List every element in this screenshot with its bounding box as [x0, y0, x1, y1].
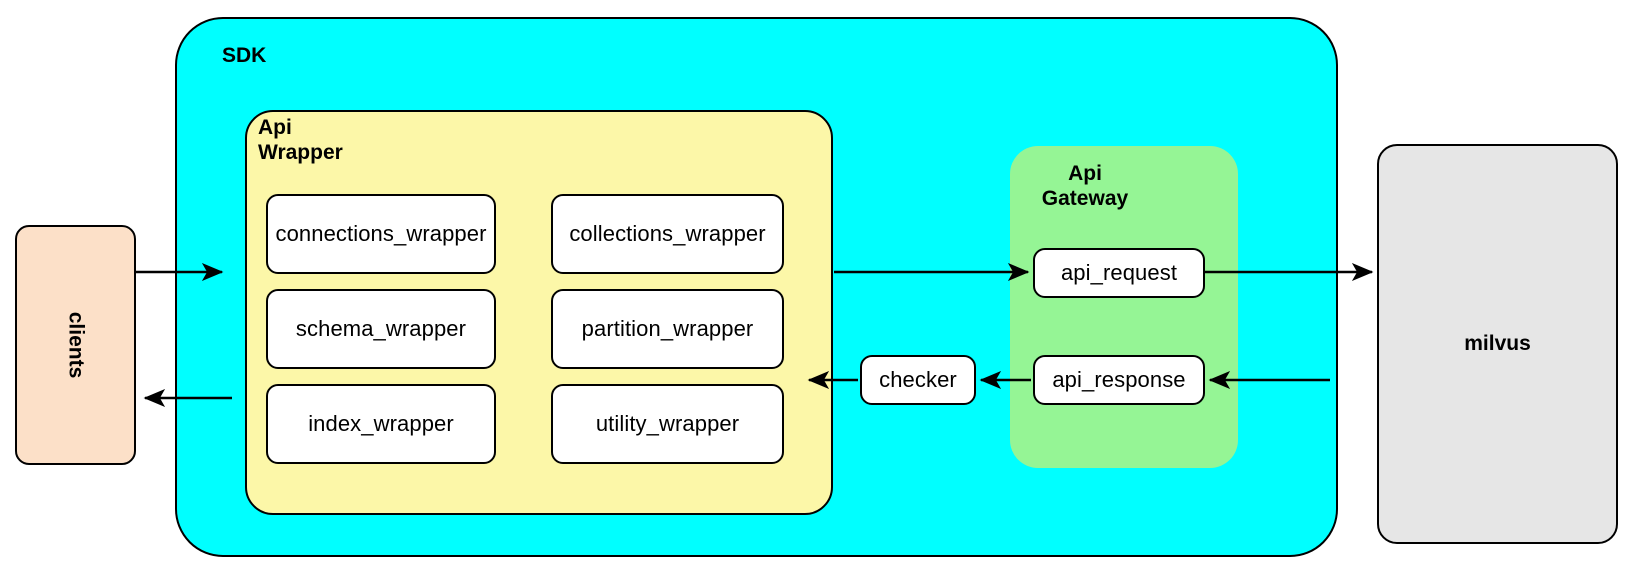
node-clients[interactable]: clients [15, 225, 136, 465]
node-connections-wrapper[interactable]: connections_wrapper [266, 194, 496, 274]
node-partition-wrapper[interactable]: partition_wrapper [551, 289, 784, 369]
node-collections-wrapper[interactable]: collections_wrapper [551, 194, 784, 274]
node-milvus[interactable]: milvus [1377, 144, 1618, 544]
node-index-wrapper[interactable]: index_wrapper [266, 384, 496, 464]
node-schema-wrapper[interactable]: schema_wrapper [266, 289, 496, 369]
node-api-response[interactable]: api_response [1033, 355, 1205, 405]
api-gateway-container[interactable] [1010, 146, 1238, 468]
node-api-request[interactable]: api_request [1033, 248, 1205, 298]
api-wrapper-title: Api Wrapper [258, 116, 343, 164]
clients-label: clients [64, 311, 88, 379]
node-checker[interactable]: checker [860, 355, 976, 405]
sdk-title: SDK [222, 44, 267, 67]
api-gateway-title: Api Gateway [1041, 162, 1129, 210]
milvus-label: milvus [1464, 332, 1531, 355]
node-utility-wrapper[interactable]: utility_wrapper [551, 384, 784, 464]
